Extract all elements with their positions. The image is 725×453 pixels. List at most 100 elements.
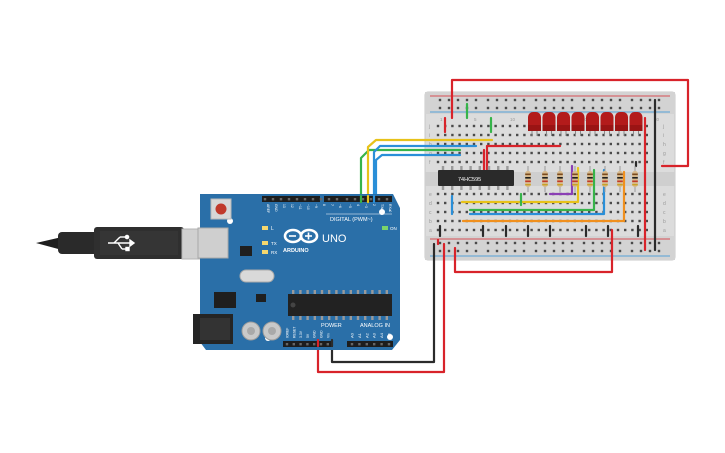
breadboard-hole[interactable] bbox=[580, 228, 584, 232]
rail-hole[interactable] bbox=[522, 98, 526, 102]
wire-blue-pin2[interactable] bbox=[372, 144, 478, 202]
breadboard-hole[interactable] bbox=[573, 228, 576, 232]
breadboard-hole[interactable] bbox=[516, 142, 519, 146]
red-led[interactable] bbox=[586, 112, 599, 136]
breadboard-hole[interactable] bbox=[444, 133, 447, 137]
rail-hole[interactable] bbox=[639, 241, 643, 245]
breadboard-hole[interactable] bbox=[609, 151, 612, 155]
breadboard-hole[interactable] bbox=[645, 142, 648, 146]
breadboard-hole[interactable] bbox=[516, 133, 519, 137]
rail-hole[interactable] bbox=[630, 241, 634, 245]
breadboard-hole[interactable] bbox=[616, 210, 620, 214]
breadboard-hole[interactable] bbox=[530, 192, 533, 196]
breadboard-hole[interactable] bbox=[624, 133, 627, 137]
breadboard-hole[interactable] bbox=[465, 142, 468, 146]
rail-hole[interactable] bbox=[591, 106, 595, 110]
breadboard-hole[interactable] bbox=[508, 133, 512, 137]
rail-hole[interactable] bbox=[657, 106, 661, 110]
breadboard-hole[interactable] bbox=[487, 151, 490, 155]
wire-purple-qe[interactable] bbox=[548, 164, 574, 196]
rail-hole[interactable] bbox=[513, 241, 517, 245]
breadboard-hole[interactable] bbox=[480, 151, 483, 155]
resistor[interactable] bbox=[617, 166, 623, 192]
analog-header[interactable] bbox=[347, 341, 393, 347]
breadboard-hole[interactable] bbox=[631, 133, 634, 137]
breadboard-hole[interactable] bbox=[465, 151, 468, 155]
rail-hole[interactable] bbox=[570, 249, 574, 253]
breadboard-hole[interactable] bbox=[508, 160, 512, 164]
rail-hole[interactable] bbox=[495, 241, 499, 245]
breadboard-hole[interactable] bbox=[552, 160, 555, 164]
breadboard-hole[interactable] bbox=[624, 151, 627, 155]
breadboard-hole[interactable] bbox=[559, 228, 562, 232]
breadboard-hole[interactable] bbox=[544, 192, 548, 196]
resistor[interactable] bbox=[557, 166, 563, 192]
breadboard-hole[interactable] bbox=[559, 142, 562, 146]
breadboard-hole[interactable] bbox=[444, 151, 447, 155]
rail-hole[interactable] bbox=[561, 249, 565, 253]
digital-header-2[interactable] bbox=[324, 196, 392, 202]
breadboard-hole[interactable] bbox=[508, 192, 512, 196]
breadboard-hole[interactable] bbox=[588, 133, 591, 137]
breadboard-hole[interactable] bbox=[523, 124, 526, 128]
breadboard-hole[interactable] bbox=[458, 160, 461, 164]
rail-hole[interactable] bbox=[513, 98, 517, 102]
rail-hole[interactable] bbox=[522, 106, 526, 110]
breadboard-hole[interactable] bbox=[544, 210, 548, 214]
breadboard-hole[interactable] bbox=[451, 151, 454, 155]
rail-hole[interactable] bbox=[648, 249, 652, 253]
breadboard-hole[interactable] bbox=[451, 228, 454, 232]
breadboard-hole[interactable] bbox=[436, 133, 440, 137]
breadboard-hole[interactable] bbox=[552, 228, 555, 232]
breadboard-hole[interactable] bbox=[595, 210, 598, 214]
breadboard-hole[interactable] bbox=[609, 192, 612, 196]
breadboard-hole[interactable] bbox=[451, 160, 454, 164]
breadboard-hole[interactable] bbox=[631, 142, 634, 146]
rail-hole[interactable] bbox=[522, 241, 526, 245]
breadboard-hole[interactable] bbox=[566, 210, 569, 214]
breadboard-hole[interactable] bbox=[595, 151, 598, 155]
resistor[interactable] bbox=[542, 166, 548, 192]
rail-hole[interactable] bbox=[582, 241, 586, 245]
breadboard-hole[interactable] bbox=[480, 210, 483, 214]
breadboard-hole[interactable] bbox=[602, 228, 605, 232]
breadboard-hole[interactable] bbox=[602, 160, 605, 164]
breadboard-hole[interactable] bbox=[566, 142, 569, 146]
breadboard-hole[interactable] bbox=[602, 133, 605, 137]
breadboard-hole[interactable] bbox=[436, 160, 440, 164]
breadboard-hole[interactable] bbox=[436, 210, 440, 214]
rail-hole[interactable] bbox=[639, 98, 643, 102]
breadboard-hole[interactable] bbox=[645, 219, 648, 223]
breadboard-hole[interactable] bbox=[588, 228, 591, 232]
rail-hole[interactable] bbox=[486, 98, 490, 102]
breadboard-hole[interactable] bbox=[552, 151, 555, 155]
breadboard-hole[interactable] bbox=[530, 160, 533, 164]
breadboard-hole[interactable] bbox=[580, 201, 584, 205]
breadboard-hole[interactable] bbox=[537, 160, 540, 164]
wire-red-5v[interactable] bbox=[316, 242, 446, 374]
breadboard-hole[interactable] bbox=[458, 219, 461, 223]
breadboard-hole[interactable] bbox=[580, 210, 584, 214]
breadboard-hole[interactable] bbox=[494, 210, 497, 214]
breadboard-hole[interactable] bbox=[523, 210, 526, 214]
red-led[interactable] bbox=[557, 112, 570, 136]
breadboard-hole[interactable] bbox=[638, 201, 641, 205]
breadboard-hole[interactable] bbox=[465, 124, 468, 128]
rail-hole[interactable] bbox=[639, 249, 643, 253]
breadboard-hole[interactable] bbox=[638, 192, 641, 196]
breadboard-hole[interactable] bbox=[580, 142, 584, 146]
breadboard-hole[interactable] bbox=[436, 151, 440, 155]
rail-hole[interactable] bbox=[600, 241, 604, 245]
breadboard-hole[interactable] bbox=[487, 142, 490, 146]
breadboard-hole[interactable] bbox=[516, 192, 519, 196]
reset-button-cap[interactable] bbox=[215, 203, 227, 215]
breadboard-hole[interactable] bbox=[436, 219, 440, 223]
rail-hole[interactable] bbox=[609, 106, 613, 110]
shift-register-chip[interactable]: 74HC595 bbox=[438, 166, 514, 190]
breadboard-hole[interactable] bbox=[458, 201, 461, 205]
rail-hole[interactable] bbox=[639, 106, 643, 110]
breadboard-hole[interactable] bbox=[609, 133, 612, 137]
wire-red-loop-top[interactable] bbox=[450, 78, 690, 168]
led-array[interactable] bbox=[528, 112, 643, 136]
breadboard-hole[interactable] bbox=[645, 228, 648, 232]
